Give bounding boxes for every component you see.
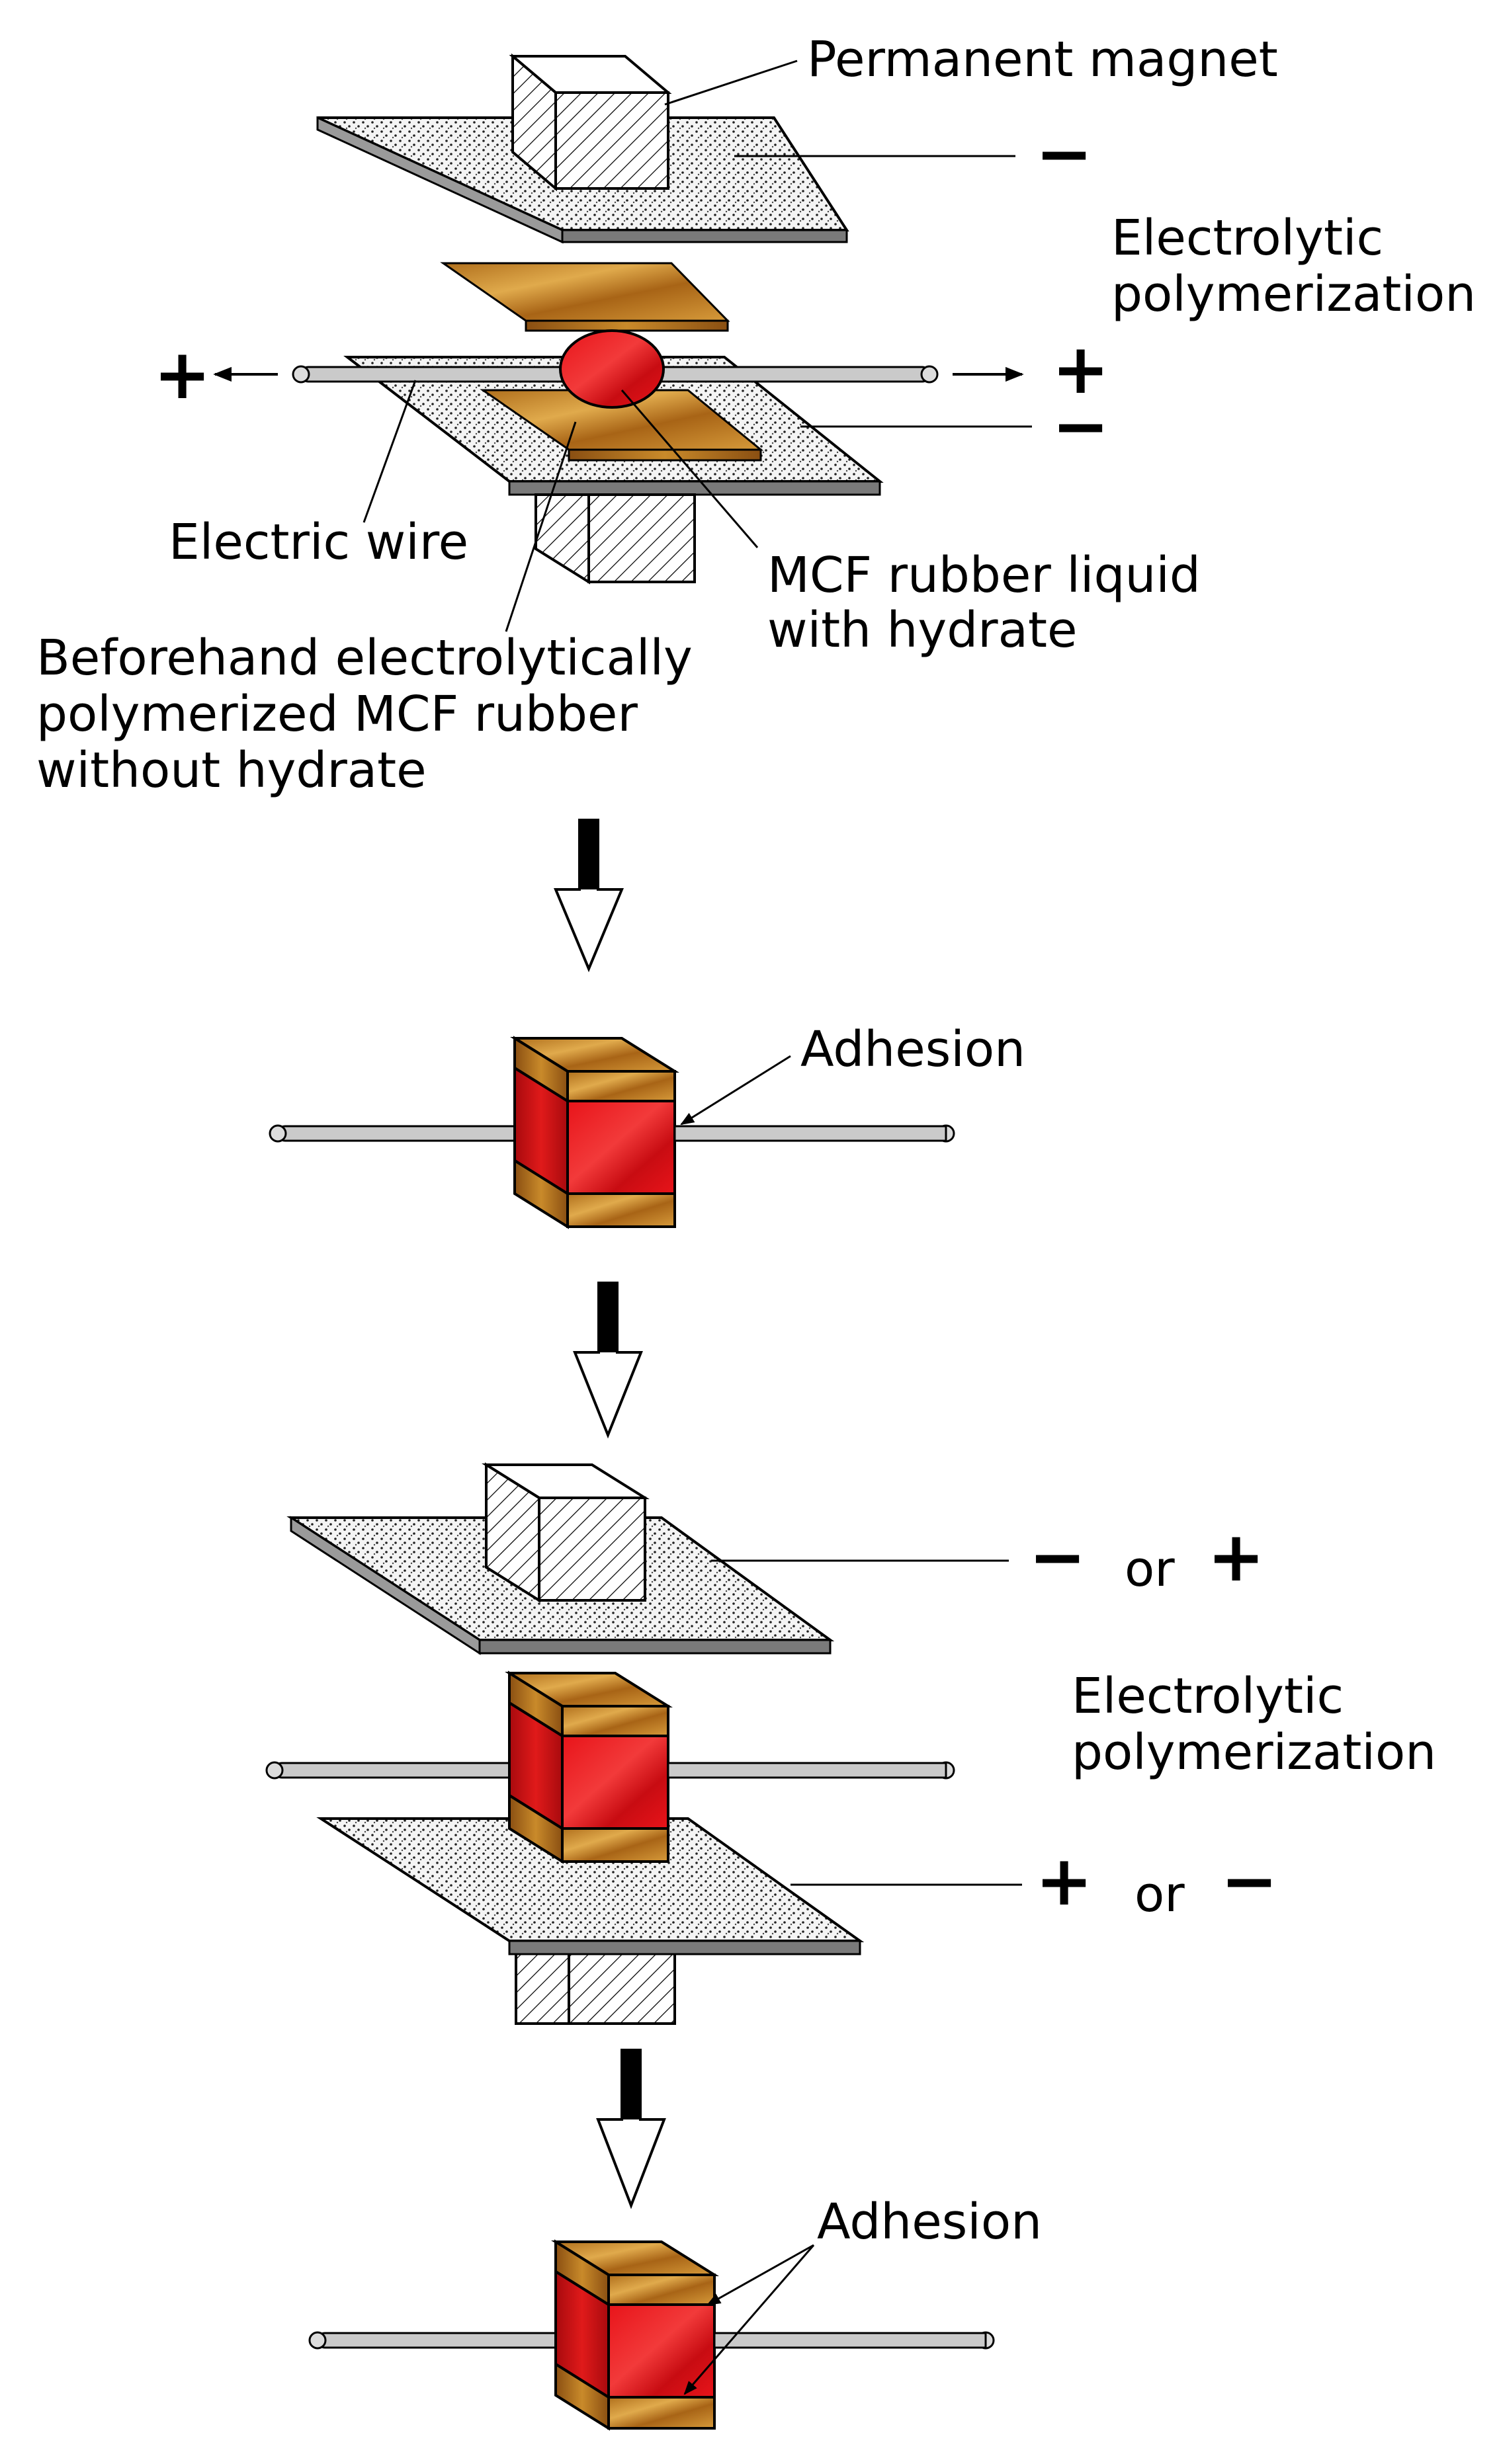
upper-permanent-magnet-3 — [482, 1462, 650, 1603]
leader-mcf-liquid — [621, 390, 759, 548]
lower-plate-3-minus-sign: − — [1221, 1840, 1278, 1921]
leader-adhesion-2b — [683, 2244, 815, 2395]
process-arrow-1 — [554, 819, 624, 973]
composite-block-2 — [510, 1036, 679, 1229]
stage-4-final-block: Adhesion — [308, 2194, 1042, 2431]
label-beforehand-line1: Beforehand electrolytically — [36, 630, 693, 686]
upper-permanent-magnet — [509, 53, 672, 192]
leader-permanent-magnet — [664, 60, 798, 106]
wire-2-front-segment — [673, 1125, 947, 1142]
label-permanent-magnet: Permanent magnet — [807, 31, 1278, 88]
lower-permanent-magnet — [535, 493, 696, 585]
upper-plate-minus-sign: − — [1035, 113, 1093, 194]
right-wire-plus-sign: + — [1052, 329, 1109, 409]
label-mcf-liquid-line1: MCF rubber liquid — [767, 547, 1201, 604]
left-wire-plus-sign: + — [153, 334, 211, 415]
label-beforehand-line3: without hydrate — [36, 742, 427, 799]
label-beforehand-line2: polymerized MCF rubber — [36, 686, 638, 743]
leader-electric-wire — [363, 380, 417, 523]
label-electrolytic-2-line1: Electrolytic — [1072, 1668, 1344, 1725]
process-arrow-2 — [573, 1282, 643, 1439]
stage-3-setup: − or + Electrolytic polymerization + or … — [265, 1462, 1436, 2025]
leader-adhesion-1 — [680, 1055, 791, 1126]
lower-electrode-plate-3 — [316, 1817, 865, 1955]
lower-plate-minus-sign: − — [1052, 386, 1109, 466]
upper-plate-3-or: or — [1125, 1541, 1175, 1598]
lower-plate-3-or: or — [1135, 1866, 1185, 1923]
lower-permanent-magnet-3 — [515, 1943, 676, 2025]
stage-1-setup: Permanent magnet − Electrolytic polymeri… — [36, 31, 1476, 799]
mcf-rubber-liquid-droplet — [559, 329, 665, 409]
process-arrow-3 — [596, 2049, 666, 2209]
label-electrolytic-2-line2: polymerization — [1072, 1724, 1436, 1781]
label-electrolytic-1-line2: polymerization — [1111, 266, 1476, 323]
label-adhesion-2: Adhesion — [817, 2194, 1042, 2250]
label-adhesion-1: Adhesion — [800, 1021, 1025, 1078]
upper-pre-polymerized-rubber — [440, 262, 730, 332]
composite-block-4 — [551, 2239, 719, 2431]
upper-plate-3-plus-sign: + — [1207, 1516, 1265, 1597]
lower-pre-polymerized-rubber — [480, 389, 764, 462]
upper-plate-3-minus-sign: − — [1029, 1516, 1086, 1597]
composite-block-3 — [505, 1670, 673, 1864]
label-electric-wire: Electric wire — [169, 514, 468, 571]
stage-2-adhered-block: Adhesion — [269, 1021, 1025, 1229]
label-electrolytic-1-line1: Electrolytic — [1111, 210, 1383, 267]
leader-adhesion-2a — [707, 2244, 814, 2306]
wire-4-front-segment — [713, 2332, 987, 2349]
label-mcf-liquid-line2: with hydrate — [767, 602, 1078, 659]
wire-3-front-segment — [667, 1762, 947, 1779]
lower-plate-3-plus-sign: + — [1035, 1840, 1093, 1921]
leader-beforehand — [505, 421, 577, 632]
